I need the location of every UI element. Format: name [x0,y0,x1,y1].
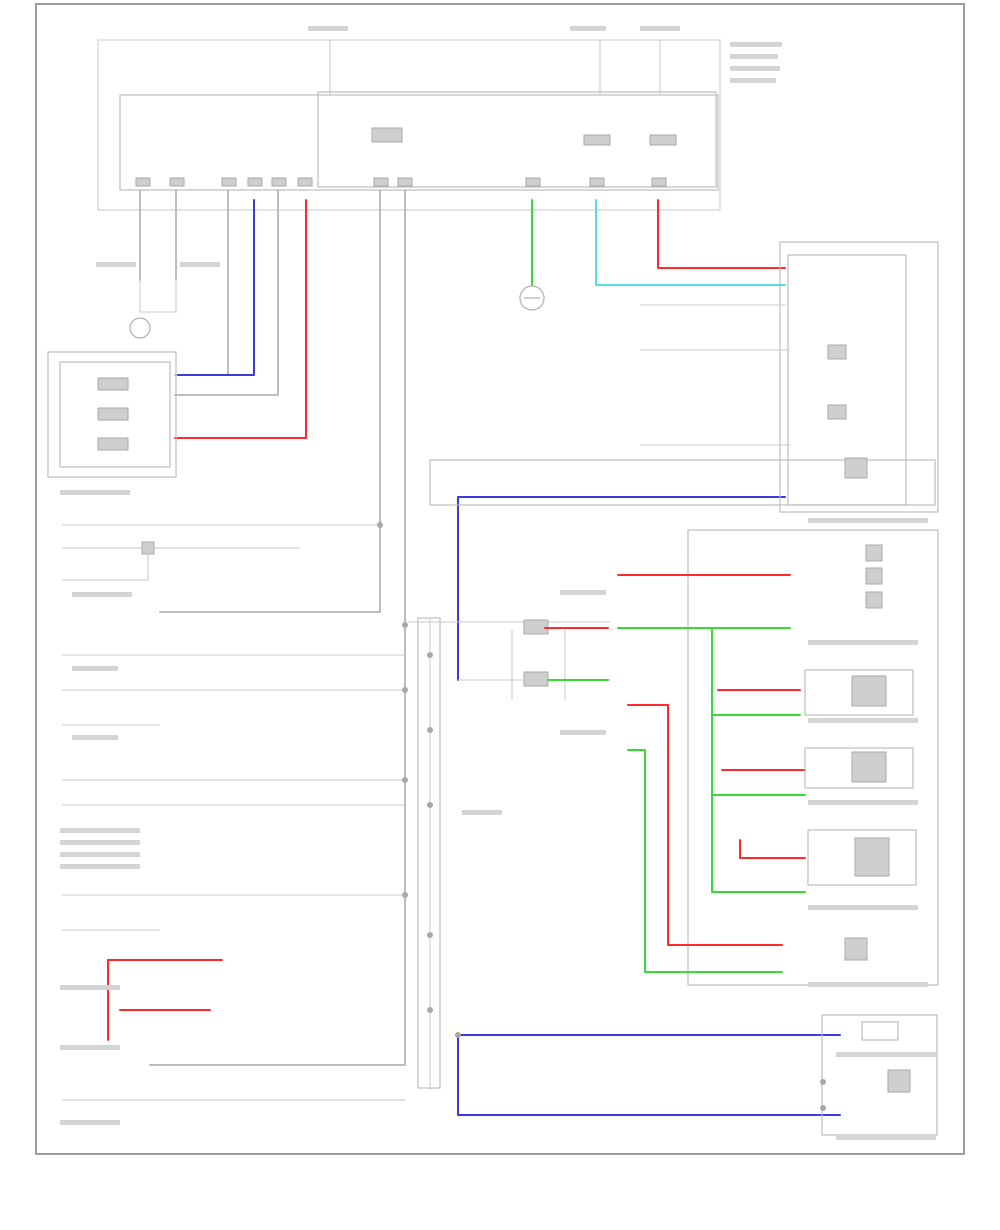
control-module-top [97,39,721,211]
red-wire-sensor-3 [739,839,806,859]
red-wire-long [627,704,783,946]
green-wire-long [627,749,783,973]
green-wire-sensor-2 [711,714,806,796]
blue-junction [455,1032,461,1038]
green-wire-sensor-1 [711,629,801,716]
diagram-frame [35,3,965,1155]
sensor-icon [804,544,917,1093]
gray-wires-top [139,189,406,1066]
ground-icon [129,285,545,339]
blue-wire-center [457,496,786,681]
red-wire-left [174,199,307,439]
blue-wire-bottom-2 [457,1034,841,1116]
module-connector-pins [135,177,667,187]
right-top-module [640,241,939,513]
connector-icon [820,1014,938,1136]
left-component-block [47,280,177,478]
cyan-wire-top [595,199,786,286]
splice-icon [377,522,441,1090]
left-sensor-stack [62,524,405,1101]
label-marks [60,26,936,1140]
blue-wire-left [177,199,255,376]
red-wire-top-right [657,199,786,269]
green-wire-sensor-3 [711,794,806,893]
